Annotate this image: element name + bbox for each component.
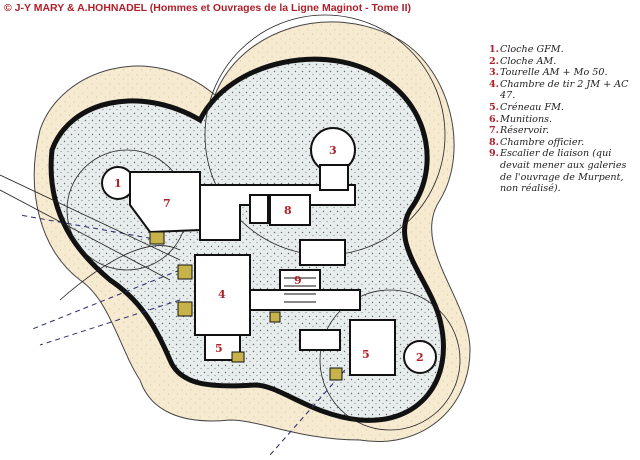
legend-number: 5. bbox=[489, 101, 500, 113]
legend-text: Chambre officier. bbox=[500, 136, 585, 148]
room-label-3: 3 bbox=[329, 144, 337, 157]
passage-south bbox=[249, 289, 361, 311]
legend-item: 8.Chambre officier. bbox=[489, 137, 637, 149]
field-lines bbox=[0, 174, 181, 301]
legend-text: Cloche GFM. bbox=[500, 44, 564, 55]
credit-line: © J-Y MARY & A.HOHNADEL (Hommes et Ouvra… bbox=[4, 2, 411, 14]
room-label-2: 2 bbox=[416, 351, 424, 364]
legend-text: Escalier de liaison (qui devait mener au… bbox=[500, 148, 627, 195]
legend-number: 4. bbox=[489, 78, 500, 90]
reservoir-room bbox=[129, 171, 201, 234]
legend-item: 9.Escalier de liaison (qui devait mener … bbox=[489, 148, 637, 194]
legend: 1.Cloche GFM.2.Cloche AM.3.Tourelle AM +… bbox=[489, 44, 637, 195]
creneau-room-b bbox=[349, 319, 396, 376]
room-label-5a: 5 bbox=[215, 342, 223, 355]
legend-item: 3.Tourelle AM + Mo 50. bbox=[489, 67, 637, 79]
main-corridor bbox=[199, 184, 356, 241]
legend-item: 1.Cloche GFM. bbox=[489, 44, 637, 56]
fire-lines bbox=[19, 214, 346, 456]
room-label-7: 7 bbox=[163, 197, 171, 210]
room-label-1: 1 bbox=[114, 177, 122, 190]
legend-text: Tourelle AM + Mo 50. bbox=[500, 67, 608, 79]
legend-item: 2.Cloche AM. bbox=[489, 56, 637, 68]
legend-item: 4.Chambre de tir 2 JM + AC 47. bbox=[489, 79, 637, 102]
room-label-9: 9 bbox=[294, 274, 302, 287]
room-label-5b: 5 bbox=[362, 348, 370, 361]
firing-chamber bbox=[194, 254, 251, 336]
legend-text: Créneau FM. bbox=[500, 101, 564, 113]
legend-number: 1. bbox=[489, 44, 500, 55]
legend-item: 7.Réservoir. bbox=[489, 125, 637, 137]
legend-number: 9. bbox=[489, 148, 500, 160]
legend-text: Munitions. bbox=[500, 113, 553, 125]
room-label-8: 8 bbox=[284, 204, 292, 217]
legend-number: 2. bbox=[489, 55, 500, 67]
ammo-niches bbox=[149, 231, 343, 381]
legend-text: Chambre de tir 2 JM + AC 47. bbox=[500, 78, 629, 102]
legend-item: 5.Créneau FM. bbox=[489, 102, 637, 114]
rooms bbox=[101, 127, 437, 376]
legend-number: 3. bbox=[489, 67, 500, 79]
stair-treads bbox=[284, 277, 316, 303]
legend-number: 6. bbox=[489, 113, 500, 125]
legend-number: 7. bbox=[489, 125, 500, 137]
legend-item: 6.Munitions. bbox=[489, 114, 637, 126]
legend-number: 8. bbox=[489, 136, 500, 148]
room-label-4: 4 bbox=[218, 288, 226, 301]
officer-room bbox=[269, 194, 311, 226]
legend-text: Réservoir. bbox=[500, 125, 549, 137]
cloche-am bbox=[403, 340, 437, 374]
legend-text: Cloche AM. bbox=[500, 55, 557, 67]
